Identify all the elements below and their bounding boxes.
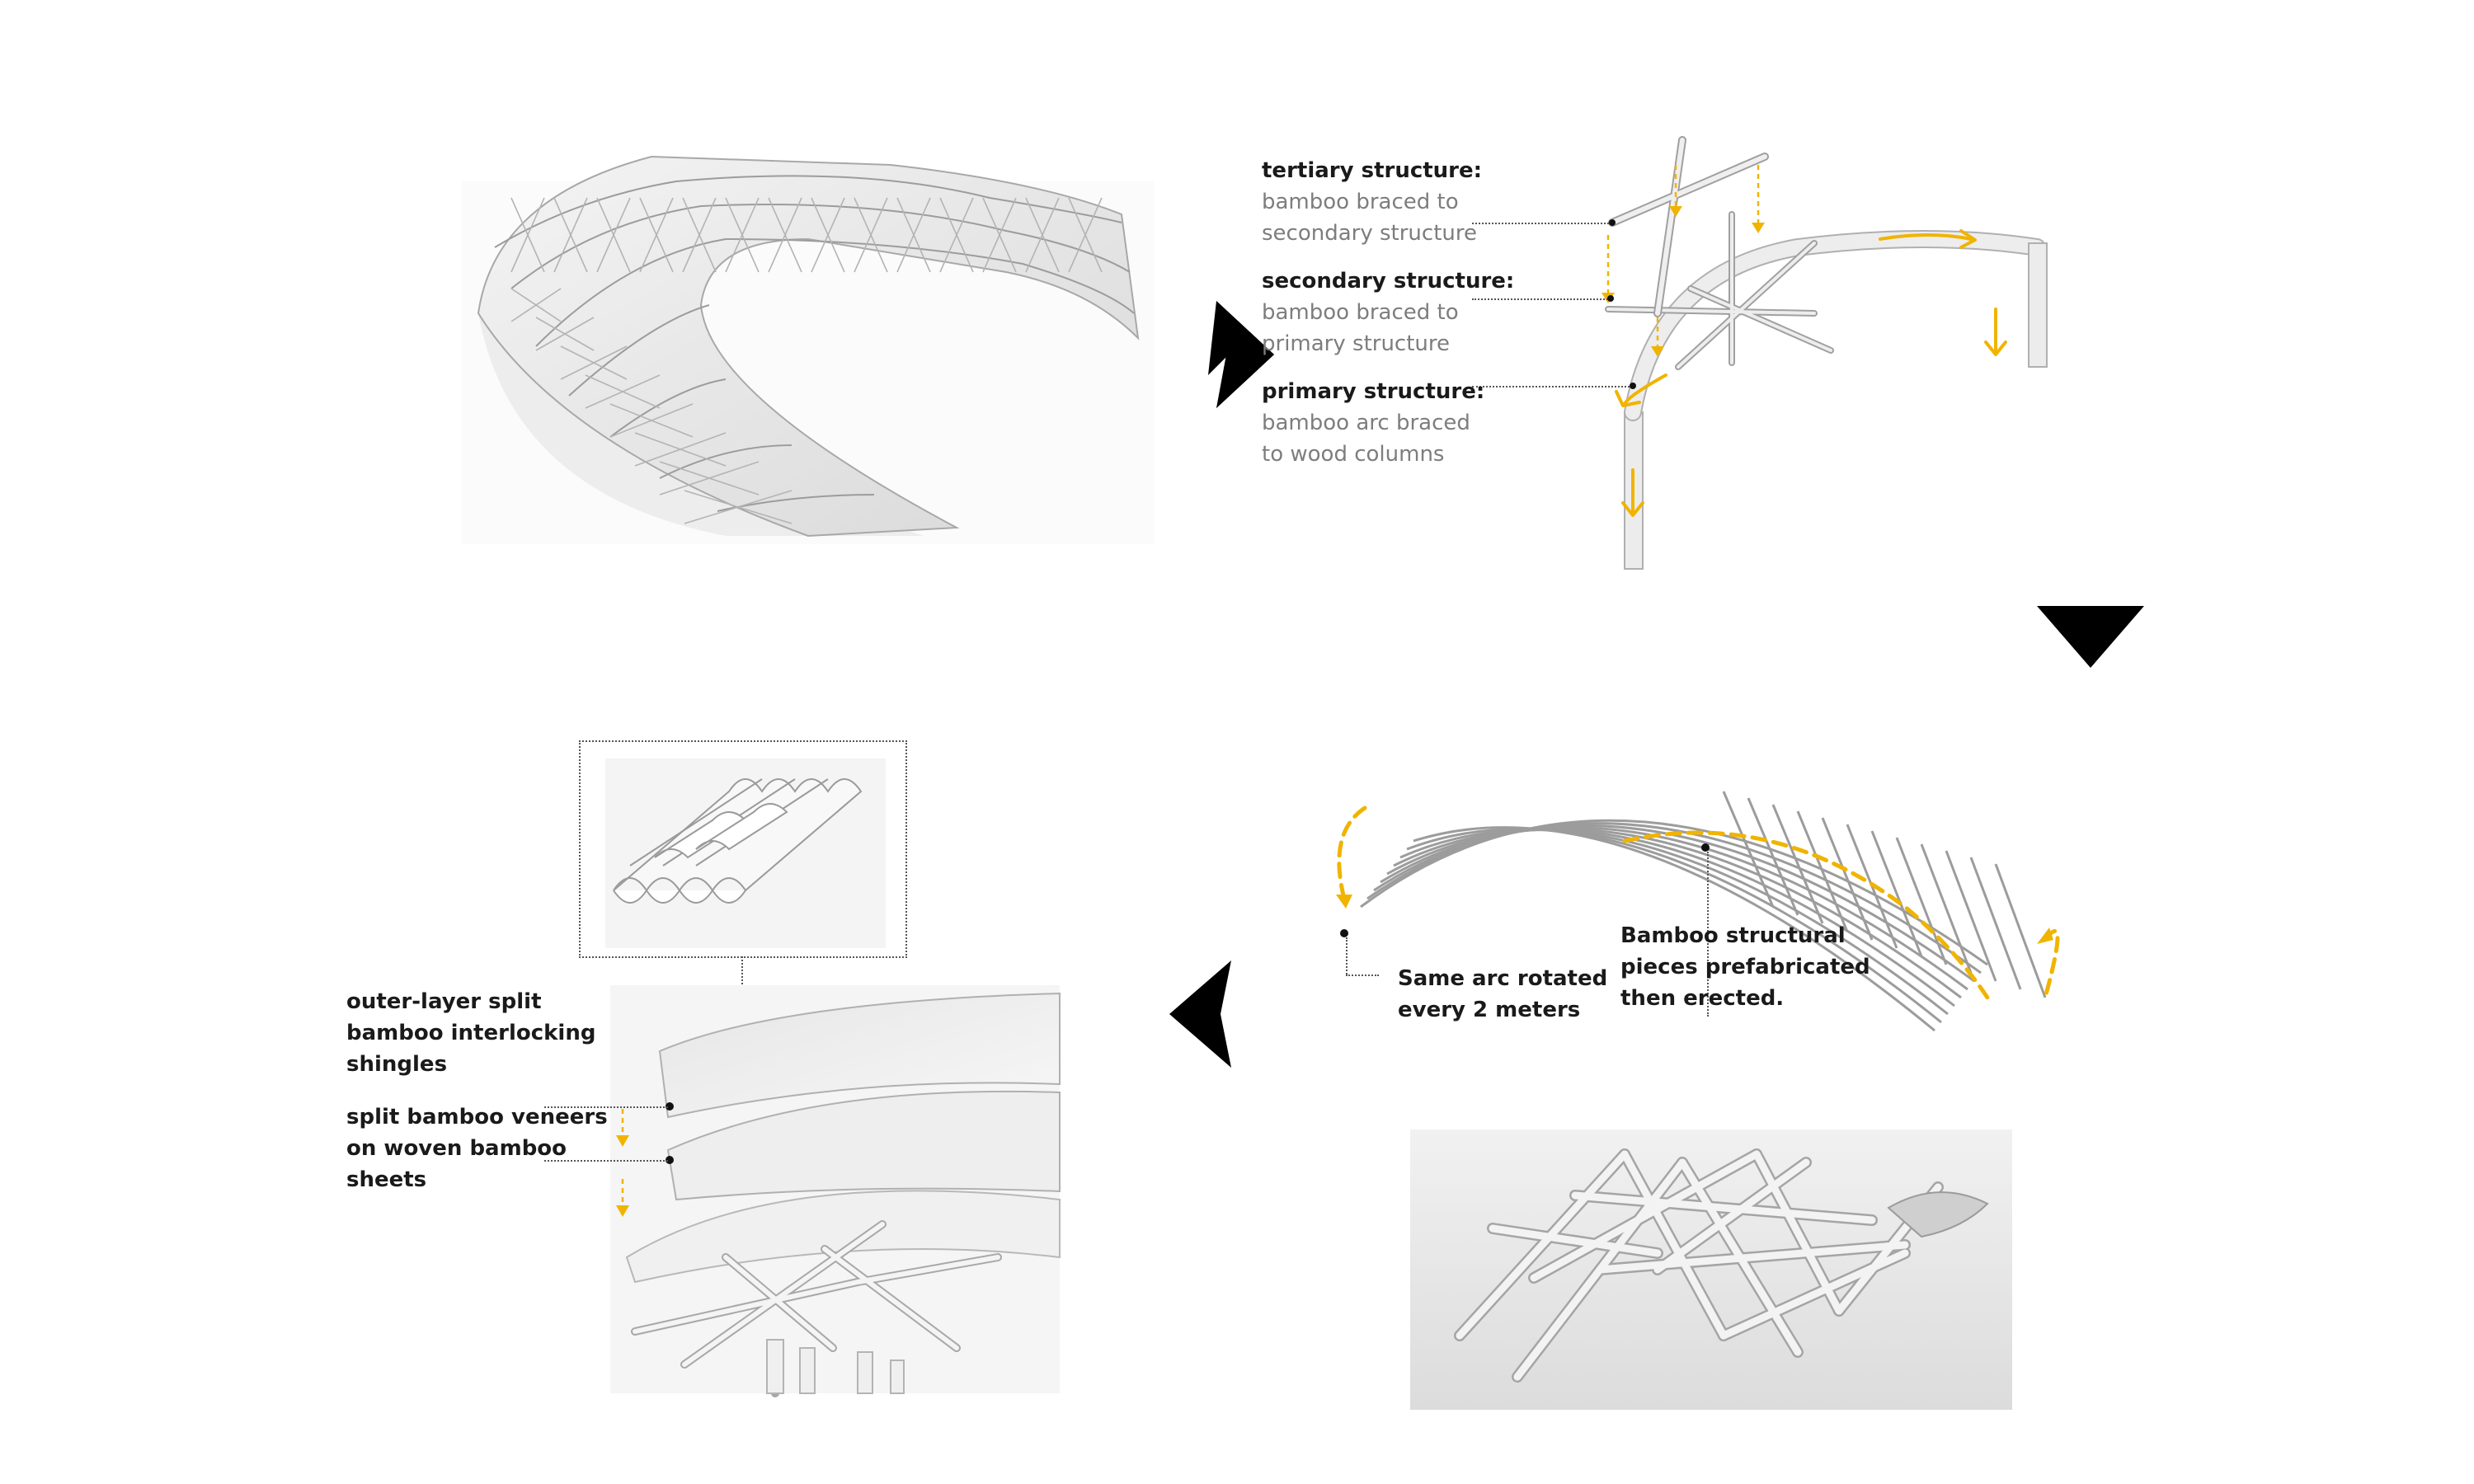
outer-layer-leader: [544, 1106, 668, 1108]
lattice-strut: [560, 345, 628, 380]
lattice-member: [1653, 1158, 1810, 1274]
veneer-line2: on woven bamboo: [346, 1136, 567, 1161]
lattice-strut: [684, 490, 793, 524]
lattice-strut: [510, 197, 545, 273]
lattice-strut: [768, 197, 802, 273]
rotated-arc: [1413, 826, 1935, 1032]
erected-lattice-drawing: [1410, 1129, 2012, 1410]
arc-brace: [1994, 863, 2047, 998]
lattice-strut: [982, 197, 1017, 273]
rotated-arc: [1386, 828, 1962, 999]
lattice-strut: [553, 197, 588, 273]
primary-line2: to wood columns: [1262, 442, 1445, 467]
structure-exploded-drawing: [1602, 136, 2048, 570]
prefab-note-line1: Bamboo structural: [1620, 923, 1846, 948]
lattice-member: [1596, 1241, 1909, 1274]
lattice-strut: [510, 288, 562, 322]
arc-brace: [1870, 830, 1923, 957]
shingle-detail-inset: [579, 740, 907, 958]
arrow-down-icon: [2037, 606, 2144, 668]
lattice-strut: [585, 374, 661, 409]
lattice-strut: [939, 197, 974, 273]
lattice-strut: [811, 197, 845, 273]
lattice-strut: [1068, 197, 1103, 273]
rotated-arc: [1360, 819, 1988, 966]
outer-layer-line1: outer-layer split: [346, 989, 542, 1014]
erected-structure-render: [1410, 1064, 2012, 1410]
arrow-right-icon: [1208, 301, 1274, 408]
structure-hierarchy-panel: [1303, 136, 2095, 570]
arc-brace: [1945, 850, 1997, 982]
arc-brace: [1747, 797, 1799, 916]
primary-dot: [1630, 383, 1636, 389]
lattice-member: [1571, 1191, 1876, 1224]
roof-layers-drawing: [610, 985, 1061, 1397]
inset-connector: [741, 956, 743, 998]
arc-brace: [1722, 791, 1775, 908]
primary-line1: bamboo arc braced: [1262, 411, 1470, 435]
lattice-member: [1620, 1150, 1728, 1340]
tertiary-heading: tertiary structure:: [1262, 158, 1483, 183]
lattice-strut: [1025, 197, 1060, 273]
arc-brace: [1796, 810, 1849, 932]
shingle-detail-drawing: [605, 758, 886, 948]
arc-brace: [1920, 843, 1973, 974]
veneer-line1: split bamboo veneers: [346, 1105, 608, 1129]
lattice-strut: [535, 317, 595, 351]
lattice-strut: [725, 197, 760, 273]
lattice-strut: [659, 461, 760, 495]
lattice-member: [1719, 1249, 1909, 1340]
secondary-line2: primary structure: [1262, 331, 1451, 356]
tertiary-line1: bamboo braced to: [1262, 190, 1459, 214]
secondary-line1: bamboo braced to: [1262, 300, 1459, 325]
primary-heading: primary structure:: [1262, 379, 1485, 404]
vault-lattice-drawing: [462, 155, 1155, 544]
rotated-arc: [1373, 824, 1975, 983]
lattice-member: [1752, 1150, 1843, 1315]
veneer-leader: [544, 1160, 668, 1162]
lattice-member: [1456, 1150, 1629, 1340]
prefab-note-line3: then erected.: [1620, 986, 1785, 1011]
tertiary-dot: [1609, 219, 1616, 226]
secondary-leader: [1472, 298, 1611, 300]
rotated-arc: [1393, 828, 1955, 1007]
veneer-line3: sheets: [346, 1167, 427, 1192]
vault-overview-render: [462, 148, 1155, 544]
lattice-strut: [609, 403, 694, 438]
arc-brace: [1821, 817, 1874, 941]
lattice-strut: [854, 197, 888, 273]
arc-note-line1: Same arc rotated: [1398, 966, 1608, 991]
prefab-note-vleader: [1707, 852, 1709, 1017]
rotated-arc: [1406, 828, 1942, 1024]
arc-assembly-panel: [1311, 742, 2103, 1047]
arrow-left-icon: [1169, 960, 1231, 1068]
outer-layer-line3: shingles: [346, 1052, 448, 1077]
prefab-note-line2: pieces prefabricated: [1620, 955, 1870, 979]
arc-note-leader: [1346, 974, 1379, 976]
lattice-strut: [682, 197, 717, 273]
secondary-heading: secondary structure:: [1262, 269, 1515, 294]
outer-layer-line2: bamboo interlocking: [346, 1021, 596, 1045]
rotated-arcs-drawing: [1336, 791, 2060, 1032]
lattice-strut: [639, 197, 674, 273]
arc-brace: [1969, 857, 2022, 990]
primary-leader: [1472, 386, 1633, 387]
lattice-strut: [634, 432, 727, 467]
lattice-strut: [896, 197, 931, 273]
arc-note-line2: every 2 meters: [1398, 998, 1581, 1022]
lattice-member: [1530, 1150, 1761, 1282]
arc-brace: [1771, 804, 1824, 924]
lattice-strut: [596, 197, 631, 273]
secondary-dot: [1607, 295, 1614, 302]
tertiary-line2: secondary structure: [1262, 221, 1477, 246]
tertiary-leader: [1472, 223, 1612, 224]
arc-brace: [1895, 837, 1948, 965]
arc-note-vleader: [1346, 937, 1348, 974]
roof-layers-render: [610, 985, 1061, 1397]
rotated-arc: [1399, 829, 1949, 1016]
lattice-member: [1489, 1224, 1662, 1257]
